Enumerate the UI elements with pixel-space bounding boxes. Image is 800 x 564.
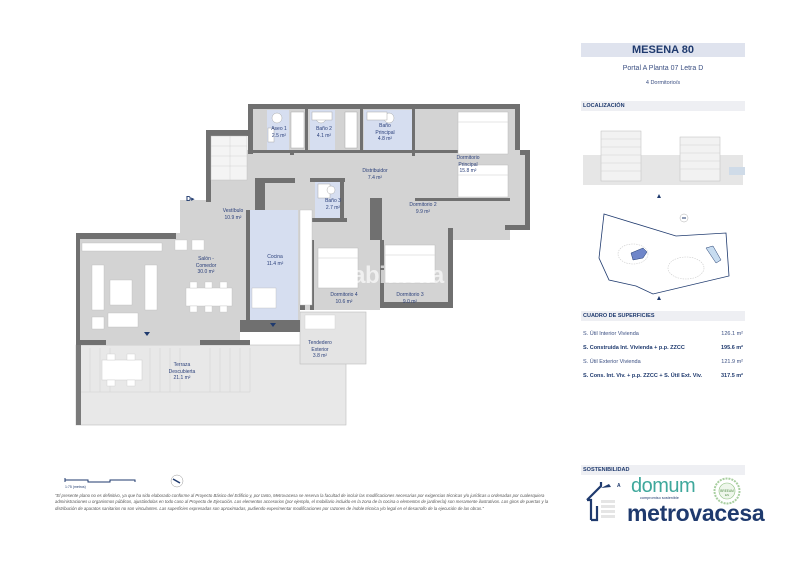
surface-row: S. Construida Int. Vivienda + p.p. ZZCC … (581, 341, 745, 355)
energy-house-icon (586, 482, 615, 522)
entry-letter: D (186, 196, 192, 203)
energy-rating: A (617, 483, 621, 489)
floor-plan: habitaclia D▸ Aseo 1 2.5 m² Baño 2 4.1 m… (75, 104, 530, 426)
room-dormitorio-2: Dormitorio 2 9.9 m² (409, 202, 437, 215)
metrovacesa-logo: metrovacesa (627, 500, 765, 526)
room-dormitorio-principal: Dormitorio Principal 15.8 m² (456, 155, 480, 174)
scale-label: 1:75 (metros) (65, 485, 86, 489)
room-aseo-1: Aseo 1 2.5 m² (271, 126, 287, 139)
room-tendedero: Tendedero Exterior 3.8 m² (308, 340, 332, 359)
unit-label: Portal A Planta 07 Letra D (622, 65, 704, 72)
project-title: MESENA 80 (581, 43, 745, 57)
room-distribuidor: Distribuidor 7.4 m² (362, 168, 388, 181)
domum-tagline: compromiso sostenible (640, 496, 679, 500)
surface-value: 121.9 m² (721, 359, 743, 365)
surface-label: S. Útil Interior Vivienda (583, 331, 639, 337)
room-bano-2: Baño 2 4.1 m² (316, 126, 332, 139)
room-dormitorio-4: Dormitorio 4 10.6 m² (330, 292, 358, 305)
room-salon-comedor: Salón - Comedor 30.0 m² (195, 256, 217, 275)
surface-label: S. Útil Exterior Vivienda (583, 359, 641, 365)
room-bano-3: Baño 3 2.7 m² (325, 198, 341, 211)
site-map (598, 213, 730, 300)
surfaces-header: CUADRO DE SUPERFICIES (581, 311, 745, 321)
scale-bar (64, 478, 136, 483)
bedrooms-label: 4 Dormitorio/s (645, 80, 681, 86)
surfaces-table: S. Útil Interior Vivienda 126.1 m² S. Co… (581, 327, 745, 383)
breeam-badge-icon: BREEAM ES (713, 477, 741, 505)
room-vestibulo: Vestíbulo 10.9 m² (222, 208, 244, 221)
surface-row: S. Útil Interior Vivienda 126.1 m² (581, 327, 745, 341)
sustainability-header: SOSTENIBILIDAD (581, 465, 745, 475)
domum-logo: domum (631, 475, 696, 497)
room-terraza: Terraza Descubierta 21.1 m² (168, 362, 196, 381)
location-header: LOCALIZACIÓN (581, 101, 745, 111)
entry-arrow-icon: ▸ (191, 196, 195, 203)
watermark: habitaclia (338, 262, 444, 289)
svg-text:ES: ES (725, 493, 729, 497)
location-render (583, 130, 745, 198)
room-dormitorio-3: Dormitorio 3 9.0 m² (396, 292, 424, 305)
surface-value: 317.5 m² (720, 373, 743, 379)
surface-label: S. Cons. Int. Viv. + p.p. ZZCC + S. Útil… (583, 373, 703, 379)
room-bano-principal: Baño Principal 4.8 m² (375, 123, 395, 142)
north-arrow-icon (170, 474, 184, 488)
surface-row: S. Cons. Int. Viv. + p.p. ZZCC + S. Útil… (581, 369, 745, 383)
room-cocina: Cocina 11.4 m² (266, 254, 284, 267)
surface-row: S. Útil Exterior Vivienda 121.9 m² (581, 355, 745, 369)
surface-label: S. Construida Int. Vivienda + p.p. ZZCC (583, 345, 685, 351)
info-panel: MESENA 80 Portal A Planta 07 Letra D 4 D… (581, 43, 745, 383)
svg-text:BREEAM: BREEAM (720, 489, 734, 493)
surface-value: 195.6 m² (720, 345, 743, 351)
surface-value: 126.1 m² (721, 331, 743, 337)
floor-plan-drawing (75, 104, 530, 426)
disclaimer-text: "El presente plano no es definitivo, ya … (55, 493, 549, 511)
entry-marker: D▸ (186, 192, 195, 204)
domum-logo-text: domum (631, 475, 696, 497)
